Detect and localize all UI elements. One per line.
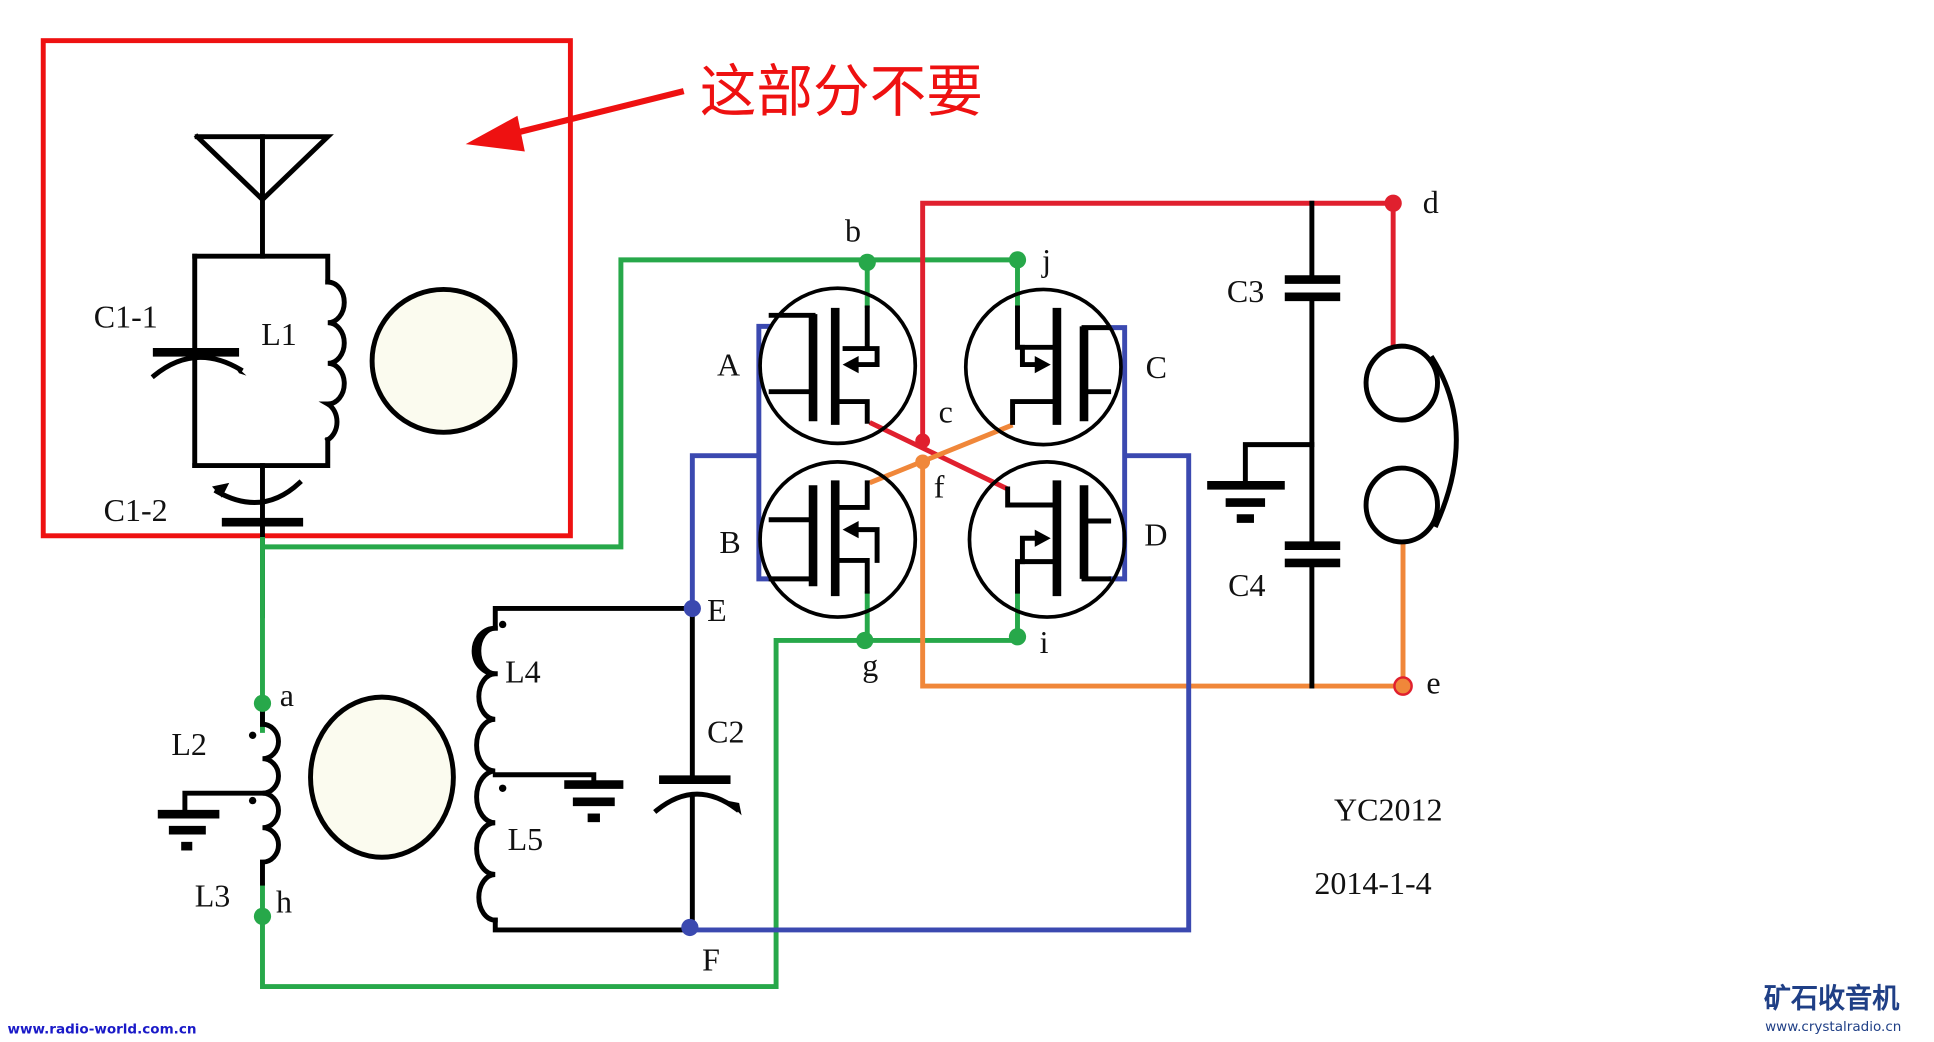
label-d: d (1423, 184, 1439, 220)
watermark-left: www.radio-world.com.cn (8, 1021, 197, 1037)
label-A: A (717, 347, 740, 383)
variable-capacitor-C2 (653, 605, 742, 933)
node-f (915, 454, 931, 470)
excluded-section-box (40, 38, 573, 539)
mosfet-C (963, 287, 1123, 447)
node-i (1008, 628, 1027, 646)
mosfet-B (758, 460, 918, 619)
wire-orange-e (920, 461, 1406, 689)
node-h (253, 907, 272, 925)
label-C3: C3 (1227, 273, 1264, 309)
headphones-icon (1363, 343, 1459, 545)
label-E: E (707, 592, 727, 628)
annotation-text: 这部分不要 (700, 59, 983, 125)
inductor-L4-L5 (471, 605, 693, 933)
label-D: D (1144, 517, 1167, 553)
label-i: i (1040, 624, 1049, 660)
label-C2: C2 (707, 714, 744, 750)
wire-green-b (262, 257, 1018, 550)
node-d (1384, 194, 1402, 212)
tank-circuit (192, 253, 347, 469)
label-f: f (934, 469, 945, 505)
wire-red-d (920, 200, 1396, 441)
node-g (856, 631, 874, 650)
label-c: c (939, 393, 953, 429)
label-F: F (702, 942, 720, 978)
ground-icon (492, 772, 624, 823)
antenna-icon (193, 133, 334, 259)
label-b: b (845, 212, 861, 248)
node-j (1008, 251, 1027, 269)
label-C: C (1146, 349, 1167, 385)
ground-icon (157, 790, 265, 851)
label-L1: L1 (261, 316, 297, 352)
label-C4: C4 (1228, 567, 1265, 603)
label-a: a (280, 677, 294, 713)
capacitor-C3 (1284, 200, 1341, 545)
model-label: YC2012 (1334, 791, 1443, 827)
inductor-L1 (318, 279, 347, 444)
watermark-right-title: 矿石收音机 (1764, 983, 1899, 1015)
label-C1-1: C1-1 (94, 299, 158, 335)
label-L5: L5 (508, 821, 544, 857)
wire-blue-AB (756, 323, 772, 582)
node-b (858, 253, 876, 271)
label-L3: L3 (195, 878, 231, 914)
watermark-right-url: www.crystalradio.cn (1765, 1019, 1901, 1035)
ferrite-core-2 (308, 694, 456, 860)
variable-capacitor-C1-1 (150, 347, 247, 380)
node-E (683, 599, 701, 618)
label-B: B (719, 524, 740, 560)
node-e (1393, 676, 1413, 696)
label-g: g (862, 647, 878, 683)
ferrite-core-1 (369, 286, 518, 435)
node-c (915, 433, 931, 449)
label-j: j (1041, 242, 1051, 278)
label-h: h (276, 884, 292, 920)
mosfet-D (967, 460, 1127, 619)
capacitor-C4 (1284, 541, 1341, 689)
mosfet-A (758, 286, 918, 446)
label-L2: L2 (171, 726, 207, 762)
label-e: e (1426, 664, 1440, 700)
annotation-arrow (465, 88, 685, 152)
variable-capacitor-C1-2 (211, 463, 304, 619)
node-F (681, 918, 699, 937)
node-a (253, 694, 272, 712)
date-label: 2014-1-4 (1314, 865, 1431, 901)
ground-icon (1207, 442, 1315, 523)
label-L4: L4 (505, 653, 541, 689)
label-C1-2: C1-2 (104, 492, 168, 528)
